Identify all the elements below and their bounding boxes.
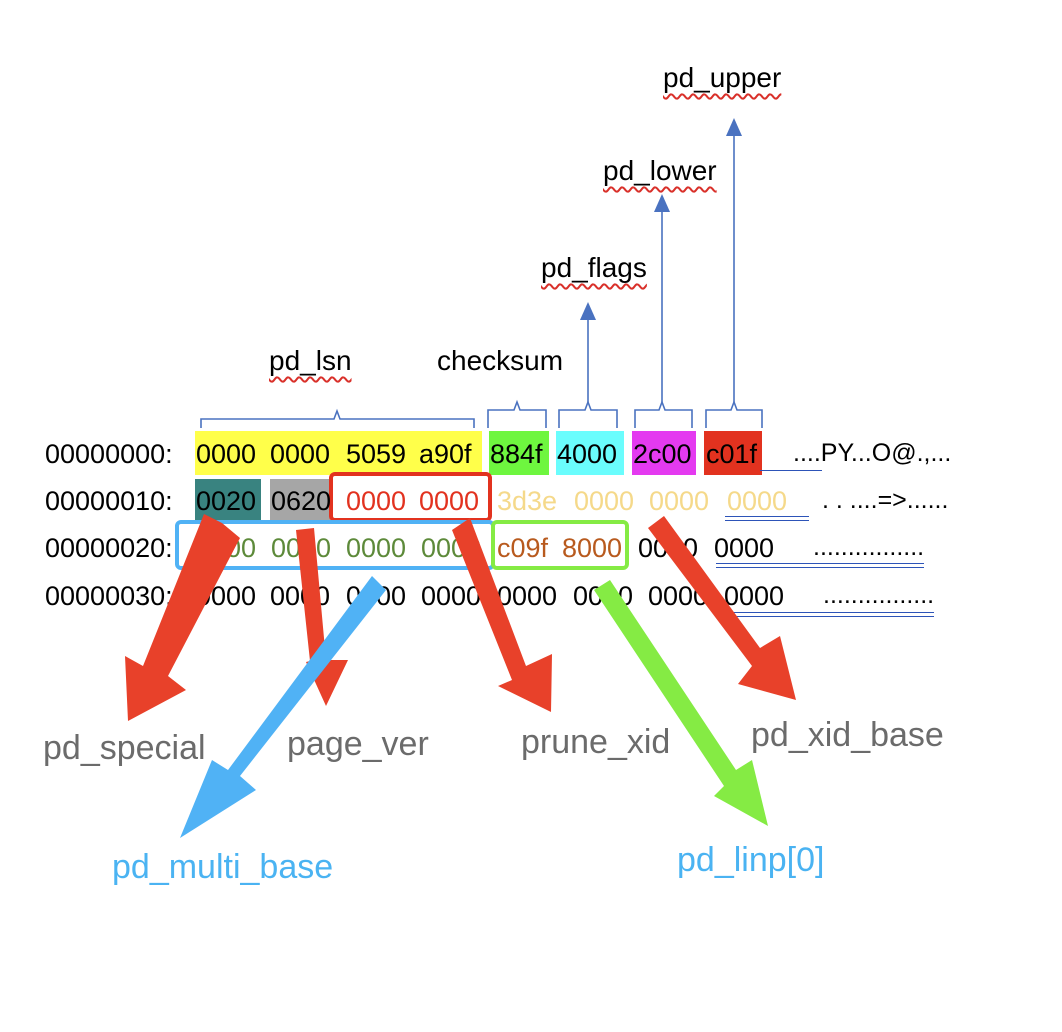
label-prune-xid: prune_xid <box>521 723 671 761</box>
highlight-pd-upper <box>704 431 762 475</box>
offset-row-0: 00000000: <box>45 439 173 469</box>
hex-cell: 0000 <box>714 533 775 563</box>
label-pd-special: pd_special <box>43 729 206 767</box>
brace-checksum <box>487 399 547 428</box>
offset-row-2: 00000020: <box>45 533 173 563</box>
label-pd-flags: pd_flags <box>541 252 647 283</box>
arrow-pd-special <box>125 514 240 721</box>
hex-cell: 884f <box>490 439 543 469</box>
brace-pd-lower <box>634 399 693 428</box>
label-pd-lsn: pd_lsn <box>269 345 352 376</box>
hex-cell: c01f <box>706 439 758 469</box>
offset-row-3: 00000030: <box>45 581 173 611</box>
ascii-row-0: ....PY...O@.,... <box>793 439 952 467</box>
label-checksum: checksum <box>437 345 564 376</box>
outline-pd-linp <box>491 520 629 570</box>
label-pd-upper: pd_upper <box>663 62 782 93</box>
ascii-underline-row-0 <box>760 470 822 471</box>
hex-cell: 0620 <box>271 486 332 516</box>
hex-cell: c09f <box>497 533 549 563</box>
ascii-row-1: . . ....=>...... <box>822 486 949 514</box>
ascii-underline-row-2 <box>716 563 924 568</box>
hex-cell: 3d3e <box>497 486 558 516</box>
hex-cell: 0000 <box>574 486 635 516</box>
hex-cell: 4000 <box>557 439 618 469</box>
arrow-pd-linp <box>594 580 768 826</box>
offset-row-1: 00000010: <box>45 486 173 516</box>
ascii-underline-row-1 <box>725 516 809 521</box>
highlight-pd-lsn <box>195 431 482 475</box>
highlight-pd-special <box>195 479 261 521</box>
hex-cell: 0000 <box>724 581 785 611</box>
highlight-page-ver <box>270 479 330 521</box>
label-pd-lower: pd_lower <box>603 155 717 186</box>
hex-cell: 2c00 <box>633 439 692 469</box>
hex-cell: 8000 <box>562 533 623 563</box>
label-page-ver: page_ver <box>287 725 429 763</box>
label-pd-linp: pd_linp[0] <box>677 841 825 879</box>
label-pd-xid-base: pd_xid_base <box>751 716 944 754</box>
hex-cell: 0000 <box>346 486 407 516</box>
highlight-pd-lower <box>632 431 696 475</box>
hex-cell: 0000 <box>419 486 480 516</box>
ascii-row-3: ................ <box>823 581 935 609</box>
brace-pd-flags <box>558 399 618 428</box>
arrow-pd-multi-base <box>180 576 386 838</box>
hex-cell: 0000 <box>196 439 257 469</box>
arrow-to-pd-flags <box>580 302 596 402</box>
hex-cell: 0000 <box>649 486 710 516</box>
hex-cell: 0000 <box>727 486 788 516</box>
hex-cell: 0020 <box>196 486 257 516</box>
highlight-pd-flags <box>556 431 624 475</box>
arrow-to-pd-lower <box>654 194 670 402</box>
label-pd-multi-base: pd_multi_base <box>112 848 334 886</box>
highlight-checksum <box>489 431 549 475</box>
hex-cell: a90f <box>419 439 472 469</box>
brace-pd-upper <box>705 399 763 428</box>
hex-cell: 0000 <box>270 439 331 469</box>
arrow-pd-xid-base <box>648 516 796 700</box>
brace-pd-lsn <box>200 408 475 428</box>
hex-cell: 0000 <box>497 581 558 611</box>
ascii-underline-row-3 <box>725 612 934 617</box>
hex-cell: 0000 <box>421 581 482 611</box>
arrow-to-pd-upper <box>726 118 742 402</box>
hex-cell: 0000 <box>346 533 407 563</box>
ascii-row-2: ................ <box>813 533 925 561</box>
hex-cell: 5059 <box>346 439 407 469</box>
arrow-prune-xid <box>452 518 552 712</box>
